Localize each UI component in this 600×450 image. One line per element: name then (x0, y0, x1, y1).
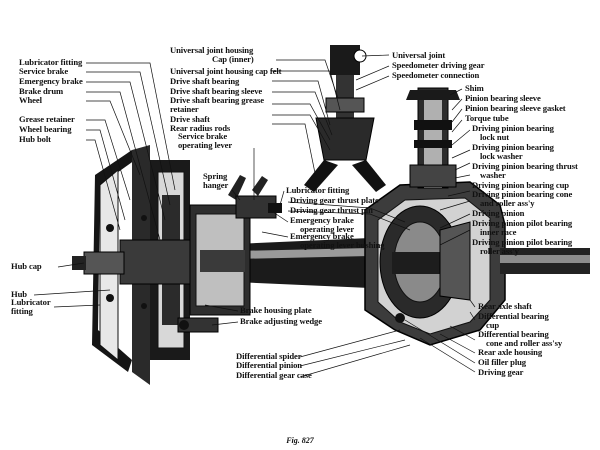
label-shim: Shim (465, 83, 484, 93)
label-differential-spider: Differential spider (236, 351, 302, 361)
label-pinion-bearing-sleeve: Pinion bearing sleeve (465, 93, 541, 103)
label-wheel: Wheel (19, 95, 42, 105)
label-rear-axle-shaft: Rear axle shaft (478, 301, 532, 311)
brake-adjusting-wedge (177, 317, 219, 333)
label-lubricator-fitting-mid: Lubricator fitting (286, 185, 350, 195)
label-oil-filler-plug: Oil filler plug (478, 357, 526, 367)
label-brake-drum: Brake drum (19, 86, 64, 96)
label-speedometer-connection: Speedometer connection (392, 70, 480, 80)
label-universal-joint-housing-cap-felt: Universal joint housing cap felt (170, 66, 282, 76)
figure-caption: Fig. 827 (286, 436, 314, 445)
label-differential-gear-case: Differential gear case (236, 370, 312, 380)
label-service-brake-operating-lever: Service brake operating lever (178, 131, 233, 150)
leader-lines (33, 54, 476, 378)
label-lubricator-fitting-bottom: Lubricator fitting (11, 297, 51, 316)
label-torque-tube: Torque tube (465, 113, 509, 123)
axle-housing-tube (189, 204, 370, 316)
universal-joint (304, 45, 386, 192)
label-drive-shaft-bearing-grease-retainer: Drive shaft bearing grease retainer (170, 95, 264, 114)
label-differential-bearing-cup: Differential bearing cup (478, 311, 549, 330)
label-driving-pinion-bearing-lock-nut: Driving pinion bearing lock nut (472, 123, 554, 142)
label-emergency-brake-operating-lever-bushing: Emergency brake operating lever bushing (290, 231, 385, 250)
label-differential-pinion: Differential pinion (236, 360, 302, 370)
label-hub: Hub (11, 289, 27, 299)
label-rear-axle-housing: Rear axle housing (478, 347, 543, 357)
label-emergency-brake: Emergency brake (19, 76, 83, 86)
label-speedometer-driving-gear: Speedometer driving gear (392, 60, 485, 70)
label-driving-pinion-pilot-bearing-roller: Driving pinion pilot bearing roller ass'… (472, 237, 573, 256)
label-driving-pinion-bearing-cone: Driving pinion bearing cone and roller a… (472, 189, 573, 208)
label-driving-pinion: Driving pinion (472, 208, 525, 218)
label-spring-hanger: Spring hanger (203, 171, 229, 190)
label-driving-gear-thrust-plate: Driving gear thrust plate (290, 195, 379, 205)
label-drive-shaft: Drive shaft (170, 114, 210, 124)
label-universal-joint-housing-cap-inner: Universal joint housing Cap (inner) (170, 45, 254, 64)
label-hub-bolt: Hub bolt (19, 134, 51, 144)
label-drive-shaft-bearing: Drive shaft bearing (170, 76, 240, 86)
label-rear-radius-rods: Rear radius rods (170, 123, 231, 133)
label-differential-bearing-cone: Differential bearing cone and roller ass… (478, 329, 563, 348)
label-service-brake: Service brake (19, 66, 69, 76)
label-driving-pinion-pilot-bearing-inner-race: Driving pinion pilot bearing inner race (472, 218, 573, 237)
label-universal-joint: Universal joint (392, 50, 446, 60)
spring-hanger (228, 175, 282, 219)
label-brake-adjusting-wedge: Brake adjusting wedge (240, 316, 322, 326)
label-drive-shaft-bearing-sleeve: Drive shaft bearing sleeve (170, 86, 263, 96)
label-lubricator-fitting-top: Lubricator fitting (19, 57, 83, 67)
label-brake-housing-plate: Brake housing plate (240, 305, 312, 315)
differential-housing (364, 181, 590, 346)
label-driving-pinion-bearing-cup: Driving pinion bearing cup (472, 180, 569, 190)
label-grease-retainer: Grease retainer (19, 114, 75, 124)
torque-tube (406, 87, 460, 189)
label-driving-gear-thrust-pin: Driving gear thrust pin (290, 205, 373, 215)
label-driving-pinion-bearing-lock-washer: Driving pinion bearing lock washer (472, 142, 554, 161)
label-hub-cap: Hub cap (11, 261, 42, 271)
hub (72, 215, 191, 309)
label-pinion-bearing-sleeve-gasket: Pinion bearing sleeve gasket (465, 103, 566, 113)
label-emergency-brake-operating-lever: Emergency brake operating lever (290, 215, 355, 234)
label-driving-gear: Driving gear (478, 367, 524, 377)
label-driving-pinion-bearing-thrust-washer: Driving pinion bearing thrust washer (472, 161, 578, 180)
label-wheel-bearing: Wheel bearing (19, 124, 72, 134)
